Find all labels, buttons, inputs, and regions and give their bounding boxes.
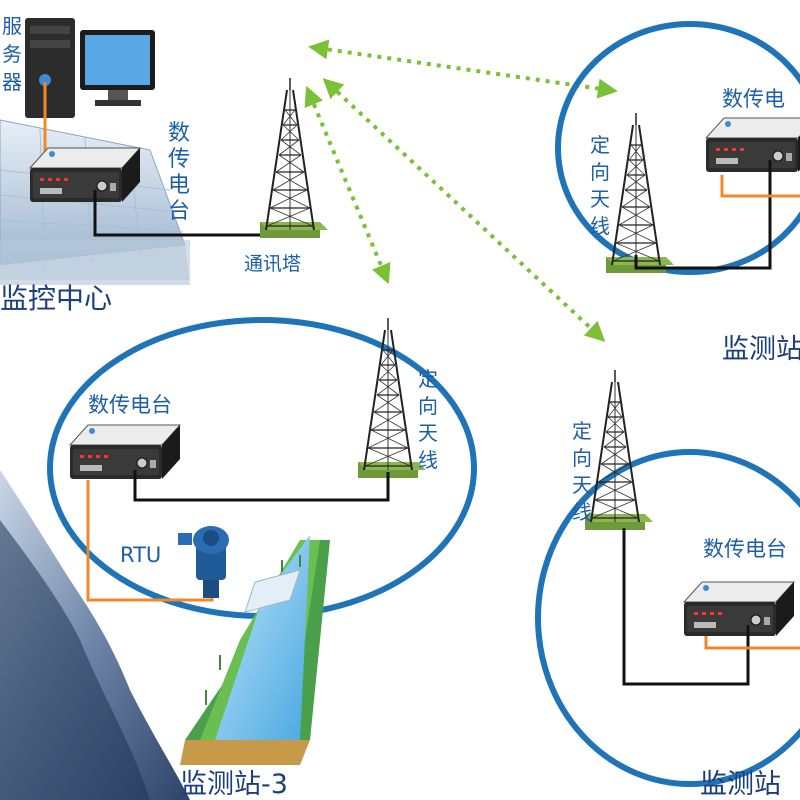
radio-modem-center [29, 147, 141, 203]
radio-center-char: 台 [168, 199, 190, 224]
radio-3-label: 数传电台 [88, 393, 172, 417]
center-label: 监控中心 [0, 282, 112, 315]
radio-modem-station-3 [69, 424, 181, 480]
orange-cable [704, 636, 800, 650]
antenna-r2-char: 定 [572, 419, 592, 443]
antenna-r1-label: 定 向 天 线 [590, 133, 610, 238]
station-r2-label: 监测站 [700, 769, 781, 800]
black-cable [634, 160, 772, 270]
antenna-3-char: 定 [418, 367, 438, 391]
antenna-r1-char: 定 [590, 133, 610, 157]
orange-cable [720, 175, 800, 198]
link-arrow [304, 85, 391, 285]
radio-r2-label: 数传电台 [703, 537, 787, 561]
server-label-char: 器 [2, 70, 22, 94]
antenna-r1-char: 天 [590, 187, 610, 211]
rtu-label: RTU [120, 543, 161, 567]
radio-center-label: 数 传 电 台 [168, 121, 190, 224]
server-label: 服 务 器 [2, 14, 22, 94]
antenna-r2-char: 线 [572, 500, 592, 524]
radio-modem-station-r1 [705, 117, 800, 173]
radio-modem-station-r2 [683, 581, 795, 637]
communication-tower [259, 77, 329, 239]
black-cable [622, 528, 750, 686]
river-channel [180, 535, 330, 765]
radio-r1-label: 数传电 [722, 87, 785, 111]
antenna-3-label: 定 向 天 线 [418, 367, 438, 472]
tower-label: 通讯塔 [244, 253, 301, 275]
link-arrow [308, 39, 618, 99]
server-label-char: 务 [2, 42, 22, 66]
antenna-r1-char: 向 [590, 160, 610, 184]
server-computer [25, 18, 155, 118]
antenna-r1-char: 线 [590, 214, 610, 238]
antenna-3-char: 向 [418, 394, 438, 418]
wireless-links [304, 39, 618, 342]
antenna-r2-char: 天 [572, 473, 592, 497]
antenna-3-char: 天 [418, 421, 438, 445]
station-r2-antenna-tower [584, 369, 654, 531]
antenna-r2-label: 定 向 天 线 [572, 419, 592, 524]
black-cable [133, 470, 390, 502]
radio-center-char: 数 [168, 121, 190, 146]
radio-center-char: 电 [168, 173, 190, 198]
link-arrow [322, 78, 606, 342]
station-3-label: 监测站-3 [180, 769, 288, 800]
station-r1-label: 监测站 [722, 334, 800, 365]
server-label-char: 服 [2, 14, 22, 38]
antenna-3-char: 线 [418, 448, 438, 472]
station-r2-boundary [535, 449, 800, 787]
antenna-r2-char: 向 [572, 446, 592, 470]
station-r1-boundary [555, 21, 800, 275]
rtu-device [178, 526, 229, 598]
radio-center-char: 传 [168, 147, 190, 172]
